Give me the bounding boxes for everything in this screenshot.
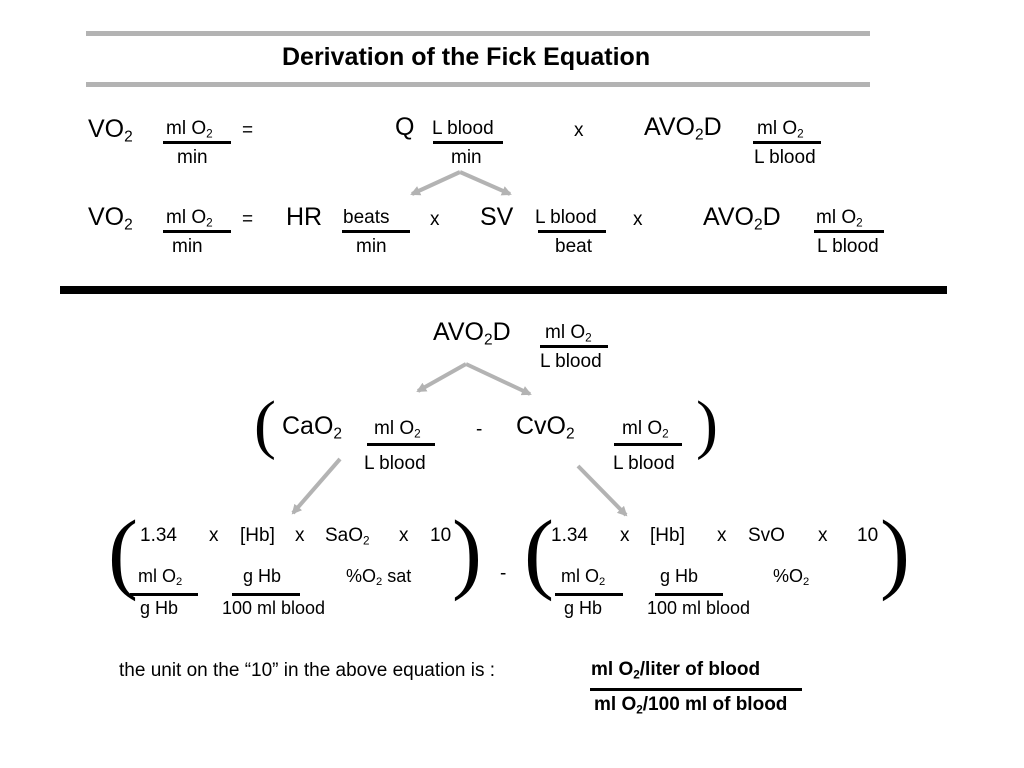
row2-sv-fraction-bar: [538, 230, 606, 233]
left-coefficient: 1.34: [140, 525, 177, 546]
arrow-q-to-sv: [459, 170, 512, 196]
row2-vo2: VO2: [88, 203, 133, 234]
left-ten: 10: [430, 525, 452, 546]
left-unit3: %O2 sat: [346, 566, 412, 589]
row1-unit1-denominator: min: [177, 147, 208, 168]
arrow-cvo2-to-right-expr: [576, 464, 628, 517]
cao2-unit-fraction-bar: [367, 443, 435, 446]
left-times-3: x: [399, 525, 409, 546]
row2-times-2: x: [633, 209, 643, 230]
row2-avo-numerator: ml O2: [816, 207, 863, 230]
content-open-paren: (: [254, 388, 276, 461]
row1-avo2d: AVO2D: [644, 113, 722, 144]
left-close-paren: ): [452, 503, 482, 602]
row1-vo2: VO2: [88, 115, 133, 146]
row2-avo2d: AVO2D: [703, 203, 781, 234]
cao2-unit-denominator: L blood: [364, 453, 426, 474]
section-divider: [60, 286, 947, 294]
unit-note-text: the unit on the “10” in the above equati…: [119, 660, 496, 681]
right-times-3: x: [818, 525, 828, 546]
title-rule-top: [86, 31, 870, 36]
right-unit2-fraction-bar: [655, 593, 723, 596]
row2-unit1-numerator: ml O2: [166, 207, 213, 230]
right-unit1-numerator: ml O2: [561, 566, 606, 589]
unit-note-fraction-bar: [590, 688, 802, 691]
middle-minus: -: [500, 563, 507, 584]
unit-note-denominator: ml O2/100 ml of blood: [594, 694, 788, 717]
avo2d-heading: AVO2D: [433, 318, 511, 349]
left-unit2-numerator: g Hb: [243, 566, 282, 586]
row2-sv-numerator: L blood: [535, 207, 597, 228]
left-open-paren: (: [108, 503, 138, 602]
right-unit3: %O2: [773, 566, 810, 589]
content-minus: -: [476, 419, 483, 440]
right-open-paren: (: [524, 503, 554, 602]
row2-unit1-denominator: min: [172, 236, 203, 257]
row2-times-1: x: [430, 209, 440, 230]
left-unit2-fraction-bar: [232, 593, 300, 596]
arrow-cao2-to-left-expr: [291, 457, 342, 515]
row2-hr: HR: [286, 203, 323, 231]
left-unit1-denominator: g Hb: [140, 598, 179, 618]
row1-q-fraction-bar: [433, 141, 503, 144]
row2-sv-denominator: beat: [555, 236, 592, 257]
row1-q-numerator: L blood: [432, 118, 494, 139]
left-unit1-numerator: ml O2: [138, 566, 183, 589]
arrow-avo-to-cao2: [416, 362, 467, 393]
left-sao2: SaO2: [325, 525, 370, 548]
unit-note-numerator: ml O2/liter of blood: [591, 659, 761, 682]
avo2d-unit-fraction-bar: [540, 345, 608, 348]
row1-unit1-numerator: ml O2: [166, 118, 213, 141]
left-times-2: x: [295, 525, 305, 546]
row2-sv: SV: [480, 203, 514, 231]
cao2-unit-numerator: ml O2: [374, 418, 421, 441]
left-times-1: x: [209, 525, 219, 546]
left-unit1-fraction-bar: [130, 593, 198, 596]
row1-q-denominator: min: [451, 147, 482, 168]
cao2-label: CaO2: [282, 412, 343, 443]
page-title: Derivation of the Fick Equation: [282, 43, 651, 71]
row2-hr-denominator: min: [356, 236, 387, 257]
right-unit1-denominator: g Hb: [564, 598, 603, 618]
content-close-paren: ): [696, 388, 718, 461]
row1-avo-fraction-bar: [753, 141, 821, 144]
row2-avo-fraction-bar: [814, 230, 884, 233]
left-hb: [Hb]: [240, 525, 275, 546]
left-unit2-denominator: 100 ml blood: [222, 598, 326, 618]
cvo2-label: CvO2: [516, 412, 575, 443]
row1-times: x: [574, 120, 584, 141]
right-unit1-fraction-bar: [555, 593, 623, 596]
row2-hr-fraction-bar: [342, 230, 410, 233]
row1-q: Q: [395, 113, 415, 141]
row2-hr-numerator: beats: [343, 207, 390, 228]
right-hb: [Hb]: [650, 525, 685, 546]
row1-equals: =: [242, 120, 254, 141]
cvo2-unit-fraction-bar: [614, 443, 682, 446]
right-times-2: x: [717, 525, 727, 546]
right-close-paren: ): [880, 503, 910, 602]
right-ten: 10: [857, 525, 879, 546]
row1-avo-numerator: ml O2: [757, 118, 804, 141]
row1-avo-denominator: L blood: [754, 147, 816, 168]
avo2d-unit-denominator: L blood: [540, 351, 602, 372]
right-svo: SvO: [748, 525, 785, 546]
avo2d-unit-numerator: ml O2: [545, 322, 592, 345]
right-unit2-denominator: 100 ml blood: [647, 598, 751, 618]
right-unit2-numerator: g Hb: [660, 566, 699, 586]
row2-equals: =: [242, 209, 254, 230]
right-times-1: x: [620, 525, 630, 546]
right-coefficient: 1.34: [551, 525, 588, 546]
row2-avo-denominator: L blood: [817, 236, 879, 257]
arrow-avo-to-cvo2: [465, 362, 532, 396]
cvo2-unit-numerator: ml O2: [622, 418, 669, 441]
row2-unit1-fraction-bar: [163, 230, 231, 233]
title-rule-bottom: [86, 82, 870, 87]
arrow-q-to-hr: [410, 170, 461, 196]
row1-unit1-fraction-bar: [163, 141, 231, 144]
cvo2-unit-denominator: L blood: [613, 453, 675, 474]
